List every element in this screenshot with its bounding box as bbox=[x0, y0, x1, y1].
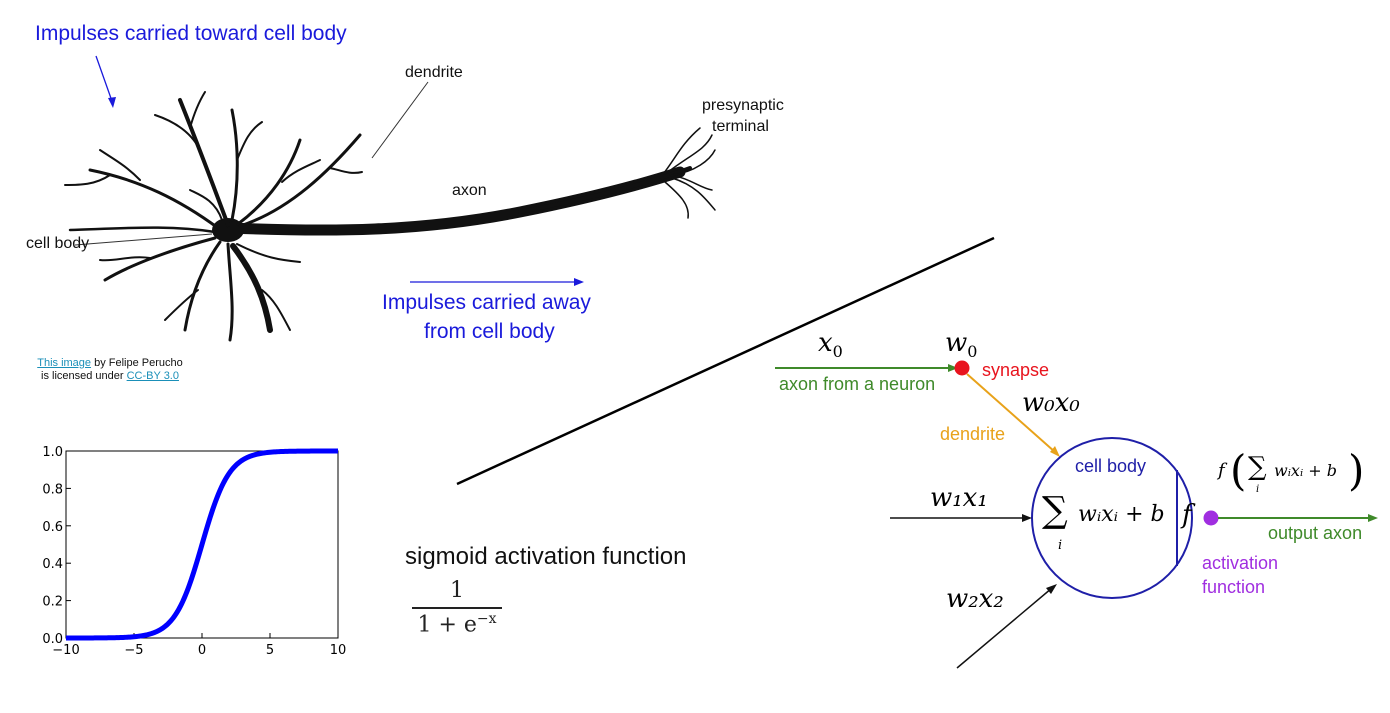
cell-body-model-label: cell body bbox=[1075, 456, 1147, 476]
synapse-label: synapse bbox=[982, 360, 1050, 380]
synapse-dot bbox=[954, 360, 970, 376]
x-tick-label: 0 bbox=[198, 643, 206, 658]
input2-line bbox=[956, 587, 1053, 669]
impulses-toward-label: Impulses carried toward cell body bbox=[35, 22, 347, 45]
y-tick-label: 1.0 bbox=[42, 445, 63, 460]
output-expression: f ( ∑ i wᵢxᵢ + b ) bbox=[1218, 446, 1368, 516]
input2-head bbox=[1046, 584, 1057, 594]
credit-image-link[interactable]: This image bbox=[37, 357, 92, 369]
dendrite-line bbox=[966, 373, 1056, 453]
output-f: f bbox=[1218, 460, 1225, 481]
sigmoid-series-line bbox=[66, 448, 338, 641]
y-tick-label: 0.0 bbox=[42, 632, 63, 647]
w2x2-label: w₂x₂ bbox=[946, 584, 1004, 614]
formula-bar bbox=[412, 607, 502, 609]
x-tick-label: 5 bbox=[266, 643, 274, 658]
dendrite-head bbox=[1050, 446, 1060, 457]
cell-body-leader bbox=[74, 233, 213, 246]
impulses-away-label-2: from cell body bbox=[424, 320, 555, 343]
sigmoid-formula: 1 1 + e−x bbox=[412, 578, 502, 637]
w0-sub: 0 bbox=[967, 342, 978, 362]
activation-label-1: activation bbox=[1202, 553, 1279, 573]
output-axon-head bbox=[1368, 514, 1378, 522]
toward-arrow-line bbox=[95, 55, 114, 105]
x-tick-label: 10 bbox=[330, 643, 347, 658]
sum-symbol: ∑ bbox=[1042, 490, 1068, 531]
input1-head bbox=[1022, 514, 1032, 522]
x0-base: x bbox=[818, 328, 833, 358]
output-right-paren: ) bbox=[1348, 446, 1365, 495]
w1x1-label: w₁x₁ bbox=[930, 483, 988, 513]
cell-body-shape bbox=[212, 218, 244, 242]
sum-subscript: i bbox=[1058, 538, 1063, 553]
y-tick-label: 0.4 bbox=[42, 557, 63, 572]
cell-body-label: cell body bbox=[26, 235, 90, 252]
neuron-branches bbox=[64, 91, 716, 342]
w0-base: w bbox=[945, 328, 968, 358]
dendrite-leader bbox=[371, 81, 429, 159]
formula-exponent: −x bbox=[476, 610, 497, 627]
w0-label: w0 bbox=[945, 328, 977, 361]
credit-text-1: by Felipe Perucho bbox=[91, 357, 183, 369]
axon-from-neuron-label: axon from a neuron bbox=[779, 374, 936, 394]
output-left-paren: ( bbox=[1230, 446, 1247, 495]
axon-label: axon bbox=[452, 182, 487, 199]
activation-dot bbox=[1203, 510, 1219, 526]
image-credit: This image by Felipe Perucho is licensed… bbox=[25, 357, 195, 383]
toward-arrow-head bbox=[108, 97, 116, 108]
sigmoid-title: sigmoid activation function bbox=[405, 543, 687, 570]
y-tick-label: 0.6 bbox=[42, 520, 63, 535]
formula-numerator: 1 bbox=[450, 578, 464, 603]
x0-label: x0 bbox=[818, 328, 843, 361]
output-sum-symbol: ∑ bbox=[1248, 452, 1267, 482]
away-arrow-head bbox=[574, 278, 584, 286]
sum-body: wᵢxᵢ + b bbox=[1078, 502, 1165, 527]
output-sum-sub: i bbox=[1256, 484, 1260, 495]
x0-sub: 0 bbox=[832, 342, 843, 362]
input-axon-head bbox=[948, 364, 958, 372]
formula-denominator-base: 1 + e bbox=[417, 611, 477, 637]
dendrite-label: dendrite bbox=[405, 64, 463, 81]
dendrite-model-label: dendrite bbox=[940, 424, 1006, 444]
impulses-away-label-1: Impulses carried away bbox=[382, 291, 591, 314]
presynaptic-label-2: terminal bbox=[712, 118, 769, 135]
credit-text-2: is licensed under bbox=[41, 370, 127, 382]
x-tick-label: −10 bbox=[52, 643, 79, 658]
presynaptic-label-1: presynaptic bbox=[702, 97, 784, 114]
y-tick-label: 0.2 bbox=[42, 595, 63, 610]
output-sum-body: wᵢxᵢ + b bbox=[1274, 461, 1337, 480]
w0x0-label: w₀x₀ bbox=[1022, 388, 1080, 418]
credit-license-link[interactable]: CC-BY 3.0 bbox=[126, 370, 179, 382]
f-label: f bbox=[1182, 500, 1192, 530]
activation-label-2: function bbox=[1202, 577, 1266, 597]
y-tick-label: 0.8 bbox=[42, 482, 63, 497]
divider-line bbox=[456, 236, 995, 486]
formula-denominator: 1 + e−x bbox=[412, 611, 502, 637]
output-axon-label: output axon bbox=[1268, 523, 1363, 543]
x-tick-label: −5 bbox=[124, 643, 143, 658]
